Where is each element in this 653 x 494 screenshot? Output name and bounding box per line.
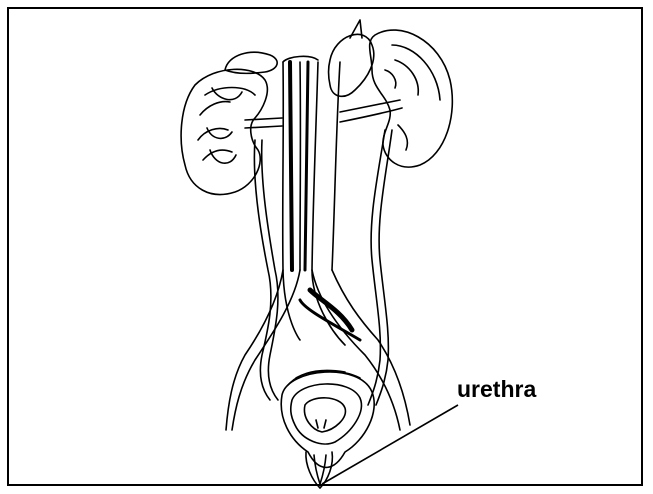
left-kidney xyxy=(181,52,282,194)
urethra-leader-line xyxy=(322,405,458,484)
bladder xyxy=(281,371,374,468)
urethra xyxy=(306,452,332,488)
urethra-label: urethra xyxy=(457,378,536,401)
